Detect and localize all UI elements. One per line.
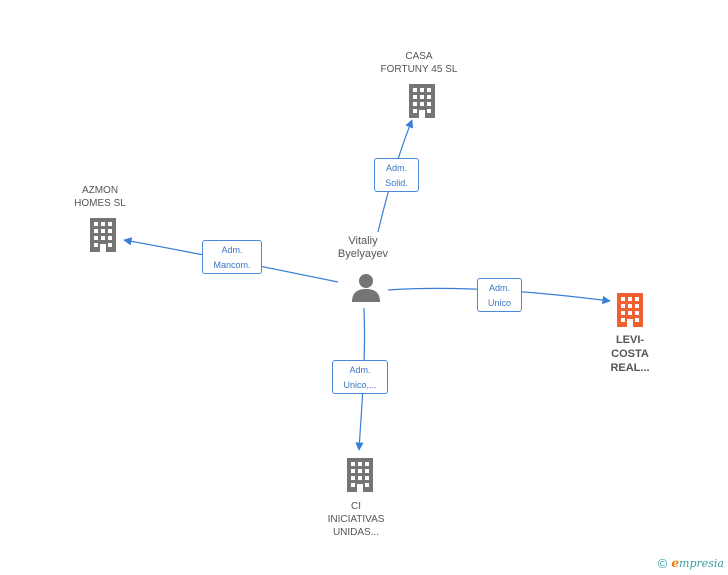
node-label-levi-costa[interactable]: LEVI- COSTA REAL... (610, 334, 650, 374)
building-icon[interactable] (614, 293, 646, 327)
edge-label-azmon[interactable]: Adm. Mancom. (202, 240, 262, 274)
brand-footer[interactable]: © empresia (658, 555, 724, 571)
node-label-ci-iniciativas[interactable]: CI INICIATIVAS UNIDAS... (327, 501, 385, 538)
edge-label-ci[interactable]: Adm. Unico,... (332, 360, 388, 394)
building-icon[interactable] (87, 218, 119, 252)
edge-label-casa[interactable]: Adm. Solid. (374, 158, 419, 192)
copyright-icon: © (657, 555, 668, 571)
node-label-casa-fortuny[interactable]: CASA FORTUNY 45 SL (380, 51, 458, 75)
brand-name: mpresia (679, 557, 724, 570)
person-icon[interactable] (350, 272, 382, 302)
building-icon[interactable] (406, 84, 438, 118)
node-label-center-person[interactable]: Vitaliy Byelyayev (337, 235, 389, 260)
brand-logo[interactable]: empresia (671, 556, 724, 570)
node-label-azmon-homes[interactable]: AZMON HOMES SL (74, 185, 126, 209)
brand-initial: e (671, 556, 680, 570)
building-icon[interactable] (344, 458, 376, 492)
edge-label-levi[interactable]: Adm. Unico (477, 278, 522, 312)
